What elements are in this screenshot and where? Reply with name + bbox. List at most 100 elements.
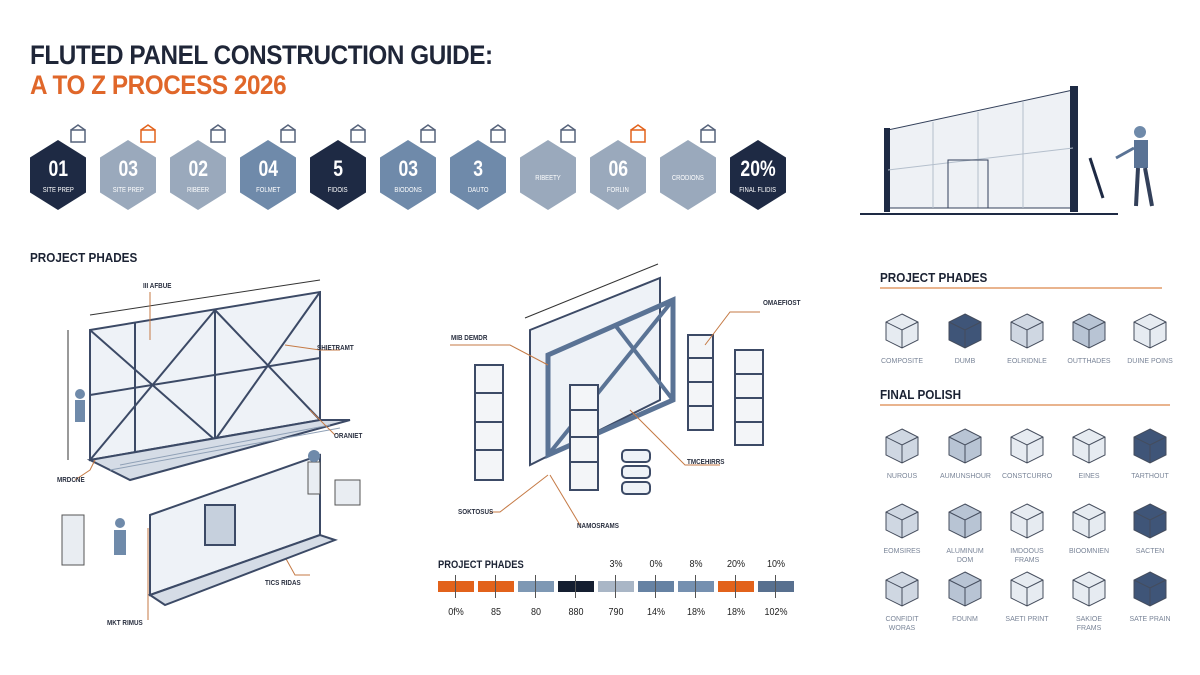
step-label: RIBEETY xyxy=(535,174,561,182)
crate-icon xyxy=(882,503,922,544)
icon-label: BIOOMNIEN xyxy=(1068,548,1110,555)
layers-icon xyxy=(1069,313,1109,354)
icon-tile: DUINE POINS xyxy=(1125,310,1175,366)
phase-bar xyxy=(438,575,474,598)
icon-tile: OUTTHADES xyxy=(1064,310,1114,366)
phase-bar xyxy=(638,575,674,598)
tower-icon xyxy=(1007,571,1047,612)
icon-tile: SAETI PRINT xyxy=(1002,568,1052,624)
container-icon xyxy=(945,313,985,354)
icon-label: SATE PRAIN xyxy=(1129,616,1171,623)
phase-bar xyxy=(598,575,634,598)
callout-5: TICS RIDAS xyxy=(265,580,301,587)
step-label: FORLIN xyxy=(607,186,629,194)
phase-bottom-value: 18% xyxy=(726,607,745,618)
icon-tile: FOUNM xyxy=(940,568,990,624)
stack-icon xyxy=(1007,428,1047,469)
phase-bar xyxy=(558,575,594,598)
phase-bottom-value: 14% xyxy=(646,607,665,618)
title-line-2: A TO Z PROCESS 2026 xyxy=(30,70,287,100)
icon-label: FOUNM xyxy=(952,616,978,623)
step-label: FIDOIS xyxy=(328,186,348,194)
fluted-panel-frame-diagram xyxy=(61,279,361,620)
icon-label: COMPOSITE xyxy=(880,358,923,365)
phase-bar xyxy=(478,575,514,598)
callout-4: MRDCNE xyxy=(57,477,85,484)
step-number: 3 xyxy=(473,155,483,181)
step-label: SITE PREP xyxy=(42,186,74,194)
phase-bottom-value: 880 xyxy=(568,607,584,618)
drop-icon xyxy=(630,124,646,143)
icon-tile: CONSTCURRO xyxy=(1002,425,1052,481)
phase-strip-label: PROJECT PHADES xyxy=(438,559,524,571)
icon-tile: SATE PRAIN xyxy=(1125,568,1175,624)
step-number: 04 xyxy=(258,155,278,181)
phase-top-value: 8% xyxy=(689,559,703,570)
icon-label: TARTHOUT xyxy=(1131,473,1169,480)
step-number: 03 xyxy=(398,155,418,181)
icon-tile: NUROUS xyxy=(877,425,927,481)
building-illustration xyxy=(860,86,1154,215)
materials-icon xyxy=(140,124,156,143)
phase-bottom-value: 18% xyxy=(686,607,705,618)
callout-9: TMCEHIRRS xyxy=(687,459,725,466)
respirator-icon xyxy=(1069,571,1109,612)
icon-label: IMDOOUS FRAMS xyxy=(1010,548,1044,564)
step-number: 20% xyxy=(740,155,776,181)
phase-bottom-value: 102% xyxy=(764,607,788,618)
step-label: SITE PREP xyxy=(112,186,144,194)
icon-tile: DUMB xyxy=(940,310,990,366)
phase-bottom-value: 0f% xyxy=(448,607,464,618)
phases-divider xyxy=(880,287,1162,289)
step-hexagon: 20% FINAL FLIDIS xyxy=(730,140,786,210)
title-line-1: FLUTED PANEL CONSTRUCTION GUIDE: xyxy=(30,40,493,70)
left-diagram-heading: PROJECT PHADES xyxy=(30,250,138,265)
icon-label: SACTEN xyxy=(1135,548,1165,555)
callout-11: NAMOSRAMS xyxy=(577,523,620,530)
icon-label: EINES xyxy=(1078,473,1100,480)
step-hexagon: RIBEETY xyxy=(520,140,576,210)
phase-bar xyxy=(758,575,794,598)
worker-icon xyxy=(1130,503,1170,544)
step-number: 01 xyxy=(48,155,68,181)
icon-tile: EOMSIRES xyxy=(877,500,927,556)
icon-tile: BIOOMNIEN xyxy=(1064,500,1114,556)
step-label: DAUTO xyxy=(467,186,489,194)
phase-bottom-value: 80 xyxy=(530,607,542,618)
roller-icon xyxy=(280,124,296,143)
hard-hat-icon xyxy=(1069,503,1109,544)
box-icon xyxy=(945,571,985,612)
fixtures-icon xyxy=(1130,313,1170,354)
phase-top-value: 0% xyxy=(649,559,663,570)
phase-bar xyxy=(518,575,554,598)
cube-icon xyxy=(882,313,922,354)
wrench-icon xyxy=(420,124,436,143)
icon-tile: EOLRIDNLE xyxy=(1002,310,1052,366)
callout-7: MIB DEMDR xyxy=(451,335,488,342)
icon-tile: CONFIDIT WORAS xyxy=(877,568,927,633)
house-icon xyxy=(350,124,366,143)
tools-cross-icon xyxy=(1069,428,1109,469)
panel-assembly-diagram xyxy=(450,263,764,526)
document-icon xyxy=(700,124,716,143)
callout-6: MKT RIMUS xyxy=(107,620,143,627)
icon-label: SAKIOE FRAMS xyxy=(1075,616,1103,632)
callout-1: III AFBUE xyxy=(143,283,172,290)
icon-label: EOMSIRES xyxy=(883,548,921,555)
icon-label: SAETI PRINT xyxy=(1005,616,1049,623)
step-label: CRODIONS xyxy=(671,174,705,182)
block-icon xyxy=(882,428,922,469)
step-label: FINAL FLIDIS xyxy=(739,186,777,194)
step-number: 02 xyxy=(188,155,208,181)
phase-bar xyxy=(678,575,714,598)
icon-tile: EINES xyxy=(1064,425,1114,481)
cart-icon xyxy=(560,124,576,143)
step-label: RIBEER xyxy=(186,186,210,194)
phase-bottom-value: 85 xyxy=(490,607,502,618)
